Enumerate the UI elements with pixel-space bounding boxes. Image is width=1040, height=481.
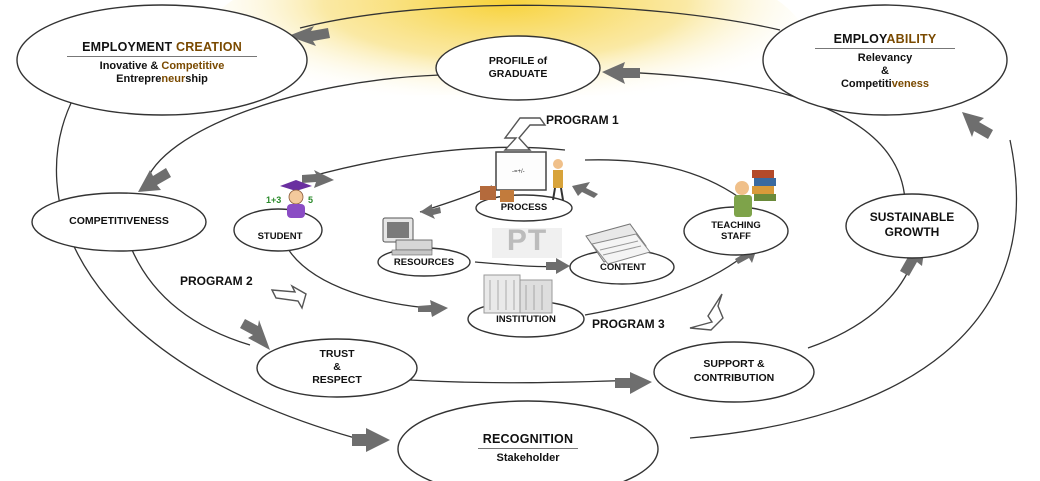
support-line-2: CONTRIBUTION — [693, 372, 775, 384]
institution-label: INSTITUTION — [496, 314, 556, 325]
process-illustration: -=+/- — [480, 151, 564, 202]
sustainable-growth-node — [845, 193, 979, 259]
employment-creation-sub-2a: Entrepre — [116, 73, 162, 85]
program-arrows — [270, 117, 724, 331]
trust-line-3: RESPECT — [312, 374, 362, 386]
recognition-sub: Stakeholder — [496, 452, 560, 464]
trust-line-1: TRUST — [319, 348, 355, 360]
competitiveness-node — [31, 192, 207, 252]
profile-graduate-label: PROFILE of GRADUATE — [468, 55, 568, 81]
support-contribution-label: SUPPORT & CONTRIBUTION — [674, 357, 794, 385]
program-2-arrow — [270, 284, 307, 310]
arrow-to-recognition — [352, 428, 390, 452]
employability-title-2: ABILITY — [886, 32, 937, 46]
arrow-to-process — [572, 182, 598, 198]
employability-title-1: EMPLOY — [833, 32, 887, 46]
teaching-line-2: STAFF — [721, 231, 751, 242]
employment-creation-rule — [67, 56, 257, 57]
program-1-label: PROGRAM 1 — [546, 113, 619, 127]
arrow-to-institution — [418, 300, 448, 317]
employability-line-2: & — [881, 65, 889, 77]
employability-rule — [815, 48, 955, 49]
program-3-label: PROGRAM 3 — [592, 317, 665, 331]
employment-creation-title-1: EMPLOYMENT — [82, 40, 173, 54]
recognition-title: RECOGNITION — [482, 432, 574, 446]
employment-creation-node — [16, 4, 308, 116]
program-2-label: PROGRAM 2 — [180, 274, 253, 288]
employment-creation-label: EMPLOYMENT CREATION Inovative & Competit… — [52, 40, 272, 86]
employability-line-3a: Competiti — [840, 78, 892, 90]
support-line-1: SUPPORT & — [703, 358, 765, 370]
arrow-to-employment — [288, 26, 330, 46]
teacher-illustration — [734, 170, 776, 217]
content-label: CONTENT — [600, 262, 646, 273]
employment-creation-sub-1b: Competitive — [161, 60, 225, 72]
resources-label: RESOURCES — [393, 257, 455, 268]
svg-text:5: 5 — [308, 195, 313, 205]
pt-logo-text: PT — [506, 224, 548, 257]
employment-creation-sub-2c: ship — [185, 73, 208, 85]
student-node — [233, 208, 323, 252]
trust-respect-node — [256, 338, 418, 398]
support-contribution-node — [653, 341, 815, 403]
teaching-staff-label: TEACHING STAFF — [700, 220, 772, 242]
employment-creation-title-2: CREATION — [175, 40, 242, 54]
recognition-rule — [478, 448, 578, 449]
arrow-to-student — [302, 170, 334, 188]
profile-line-1: PROFILE of — [488, 55, 548, 67]
arrow-to-resources — [420, 204, 441, 219]
program-3-arrow — [689, 293, 724, 331]
student-illustration: 1+3 5 — [266, 180, 313, 218]
arrow-to-competitiveness — [138, 168, 171, 192]
arrow-to-support — [615, 372, 652, 394]
employment-creation-sub-2b: neur — [161, 73, 186, 85]
recognition-label: RECOGNITION Stakeholder — [448, 432, 608, 465]
employability-line-1: Relevancy — [857, 52, 913, 64]
employability-node — [762, 4, 1008, 116]
arrow-to-profile — [602, 62, 640, 84]
student-label: STUDENT — [257, 231, 303, 242]
profile-graduate-node — [435, 35, 601, 101]
profile-line-2: GRADUATE — [488, 68, 548, 80]
computer-illustration — [382, 217, 433, 256]
teaching-line-1: TEACHING — [711, 220, 761, 231]
svg-text:1+3: 1+3 — [266, 195, 281, 205]
trust-respect-label: TRUST & RESPECT — [297, 348, 377, 387]
cycle-arrows — [138, 26, 993, 452]
employability-line-3b: veness — [891, 78, 930, 90]
newspaper-illustration — [585, 223, 651, 265]
employment-creation-sub-1a: Inovative & — [99, 60, 162, 72]
sustainable-line-2: GROWTH — [884, 225, 940, 239]
arrow-to-content — [546, 258, 570, 274]
sustainable-line-1: SUSTAINABLE — [869, 210, 955, 224]
program-1-arrow — [503, 117, 547, 151]
sustainable-growth-label: SUSTAINABLE GROWTH — [852, 210, 972, 240]
svg-text:-=+/-: -=+/- — [512, 169, 525, 175]
arrow-to-trust — [240, 319, 270, 350]
trust-line-2: & — [333, 361, 341, 373]
arrow-to-employability — [962, 112, 993, 139]
recognition-node — [397, 400, 659, 481]
employability-label: EMPLOYABILITY Relevancy & Competitivenes… — [790, 32, 980, 91]
competitiveness-label: COMPETITIVENESS — [69, 215, 169, 227]
process-label: PROCESS — [500, 202, 548, 213]
pt-logo — [492, 228, 562, 258]
institution-building-illustration — [483, 274, 553, 314]
